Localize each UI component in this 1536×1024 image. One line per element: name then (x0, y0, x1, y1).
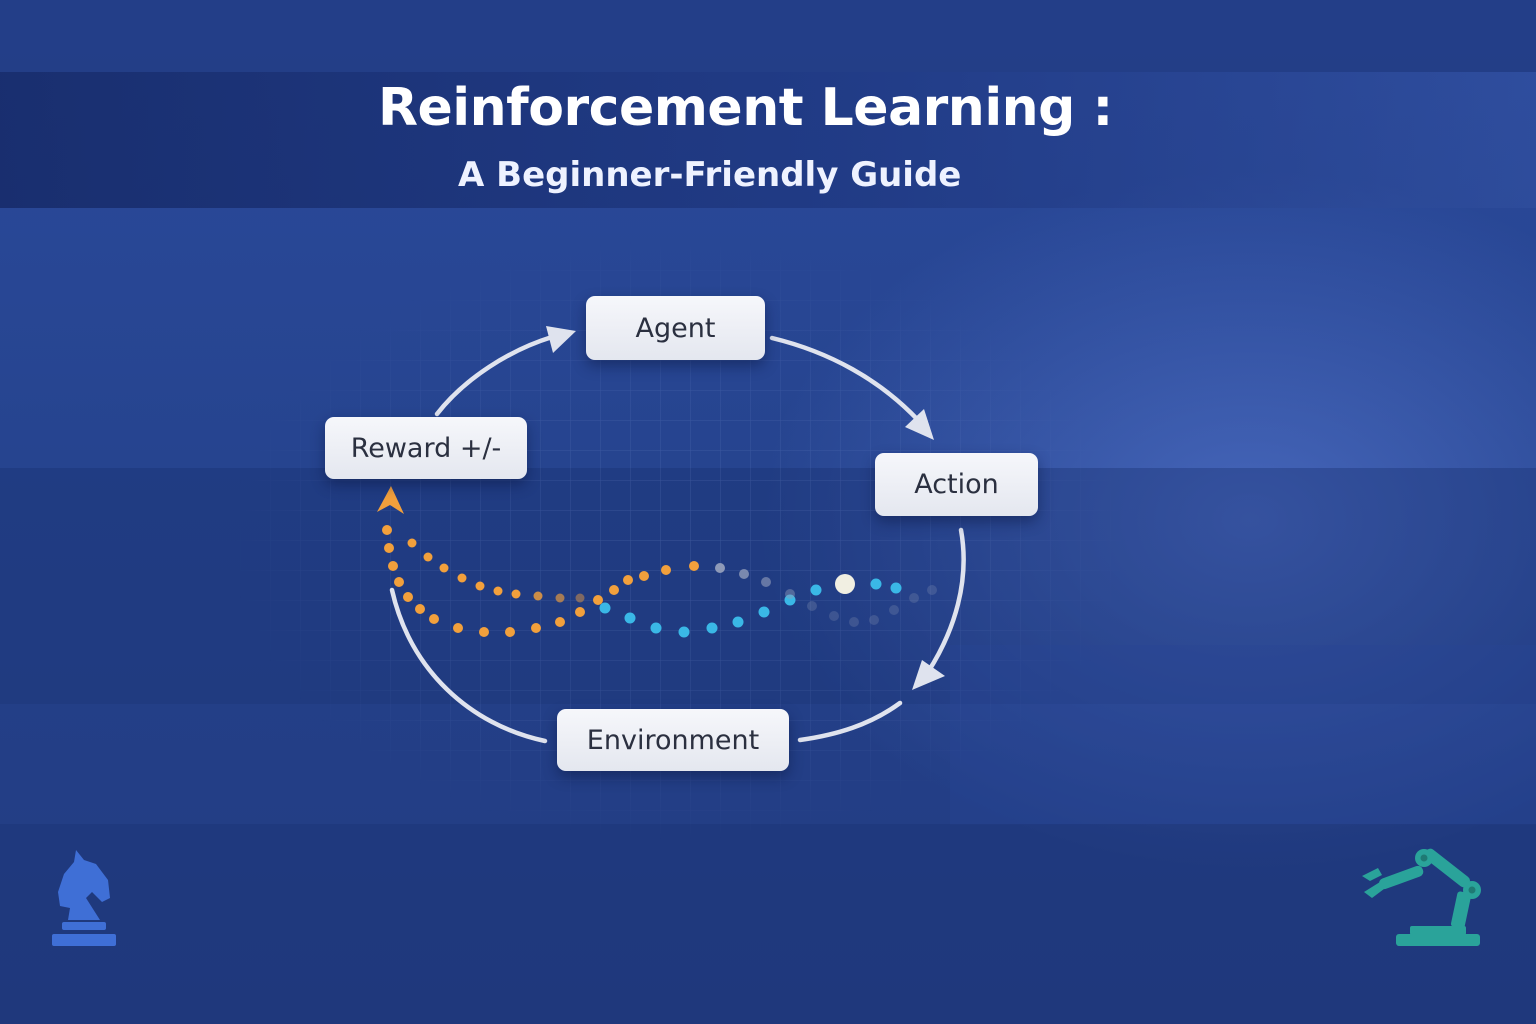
trajectory-dot (661, 565, 671, 575)
trajectory-dot (533, 591, 543, 601)
trajectory-dot (810, 584, 822, 596)
arrowhead-to-action (905, 409, 934, 440)
orange-trajectory (382, 525, 699, 637)
trajectory-dot (384, 543, 394, 553)
trajectory-dot (849, 617, 859, 627)
trajectory-dot (909, 593, 919, 603)
trajectory-dot (829, 611, 839, 621)
orange-arrowhead (377, 486, 404, 514)
background-band (0, 0, 1536, 72)
trajectory-dot (555, 617, 565, 627)
trajectory-dot (394, 577, 404, 587)
page-subtitle: A Beginner-Friendly Guide (458, 155, 962, 195)
trajectory-dot (927, 585, 937, 595)
trajectory-dot (457, 573, 467, 583)
robot-arm-icon (1362, 848, 1481, 946)
environment-node: Environment (557, 709, 789, 771)
trajectory-dot (706, 622, 718, 634)
trajectory-dot (624, 612, 636, 624)
trajectory-dot (890, 582, 902, 594)
reward-node: Reward +/- (325, 417, 527, 479)
cyan-trajectory (599, 578, 902, 638)
trajectory-dot (732, 616, 744, 628)
trajectory-dot (889, 605, 899, 615)
trajectory-dot (555, 593, 565, 603)
trajectory-dot (689, 561, 699, 571)
trajectory-dot (439, 563, 449, 573)
trajectory-dot (415, 604, 425, 614)
trajectory-dot (475, 581, 485, 591)
trajectory-dot (505, 627, 515, 637)
trajectory-dot (807, 601, 817, 611)
trajectory-dot (623, 575, 633, 585)
trajectory-dot (739, 569, 749, 579)
trajectory-dot (761, 577, 771, 587)
arrowheads (546, 326, 945, 690)
trajectory-dot (609, 585, 619, 595)
trajectory-dot (407, 538, 417, 548)
chess-knight-icon (52, 850, 116, 946)
trajectory-dot (423, 552, 433, 562)
trajectory-dot (531, 623, 541, 633)
background-band (0, 824, 1536, 1024)
trajectory-dot (650, 622, 662, 634)
arrowhead-to-environment (912, 660, 945, 690)
trajectory-dot (593, 595, 603, 605)
trajectory-dot (784, 594, 796, 606)
arc-agent-to-action (769, 335, 921, 423)
trajectory-dot (388, 561, 398, 571)
trajectory-dot (869, 615, 879, 625)
arrowhead-to-agent (546, 326, 576, 353)
cycle-arrows (389, 334, 966, 744)
trajectory-dot (403, 592, 413, 602)
trajectory-dot (382, 525, 392, 535)
trajectory-dot (639, 571, 649, 581)
trajectory-dot (429, 614, 439, 624)
page-title: Reinforcement Learning : (378, 78, 1113, 138)
trajectory-dot (493, 586, 503, 596)
trajectory-dot (599, 602, 611, 614)
trajectory-dot (758, 606, 770, 618)
title-banner (0, 72, 1536, 208)
trajectory-dot (511, 589, 521, 599)
agent-position-dot (835, 574, 855, 594)
trajectory-dot (715, 563, 725, 573)
trajectory-dot (785, 589, 795, 599)
trajectory-dot (870, 578, 882, 590)
arc-reward-to-agent (434, 334, 555, 417)
trajectory-dot (479, 627, 489, 637)
agent-node: Agent (586, 296, 765, 360)
arc-environment-to-left (797, 700, 903, 743)
arc-action-to-environment (925, 527, 966, 675)
arc-bottom-left (389, 587, 548, 744)
trajectory-dot (575, 607, 585, 617)
gray-trajectory (715, 563, 937, 627)
action-node: Action (875, 453, 1038, 516)
trajectory-dot (453, 623, 463, 633)
trajectory-dot (678, 626, 690, 638)
trajectory-dot (575, 593, 585, 603)
